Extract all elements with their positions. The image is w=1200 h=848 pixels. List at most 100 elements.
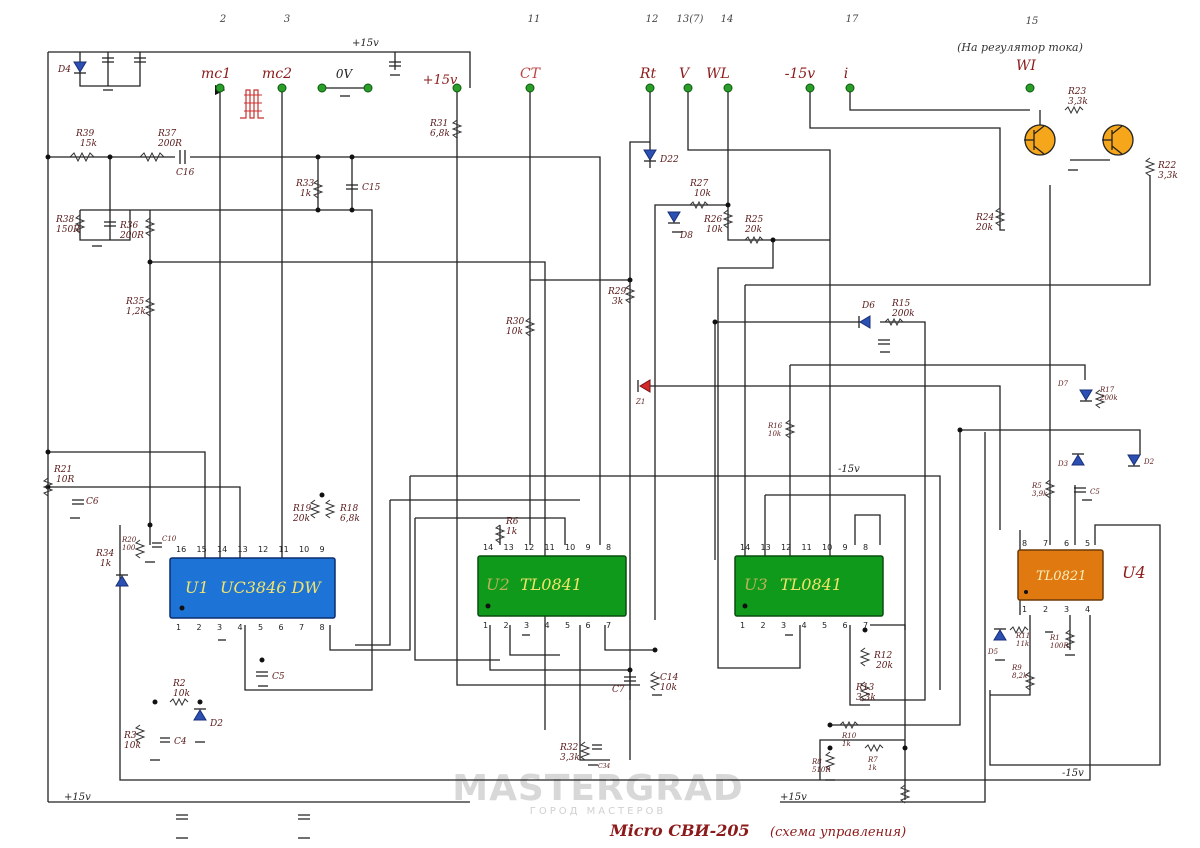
component-ref: C10	[162, 535, 177, 543]
terminal-dots	[215, 83, 1035, 93]
chip-pin-number: 6	[1064, 539, 1069, 548]
connector-number: 12	[646, 14, 659, 25]
component-value: 10k	[506, 327, 523, 337]
terminal-wi: WI	[1016, 58, 1036, 74]
current-regulator-note: (На регулятор тока)	[957, 41, 1083, 54]
component-ref: R34	[95, 549, 115, 559]
component-value: 11k	[1016, 640, 1029, 648]
capacitors	[72, 57, 1086, 820]
chip-pin-number: 7	[1043, 539, 1048, 548]
connector-number: 3	[284, 14, 290, 25]
watermark: MASTERGRAD ГОРОД МАСТЕРОВ	[452, 768, 743, 817]
chip-pin-number: 7	[863, 621, 868, 630]
component-value: 10k	[173, 689, 190, 699]
chip-pin-number: 9	[843, 543, 848, 552]
component-ref: R10	[841, 732, 857, 740]
chip-u1-ref: U1	[185, 578, 209, 597]
component-value: 6,8k	[340, 514, 360, 524]
u4-outside-label: U4	[1122, 563, 1146, 582]
terminal-mc2: mc2	[262, 66, 292, 82]
connector-numbers: 2 3 11 12 13(7) 14 17 15	[219, 14, 1039, 27]
component-ref: C16	[176, 168, 195, 178]
watermark-sub: ГОРОД МАСТЕРОВ	[530, 806, 667, 817]
component-ref: R9	[1011, 664, 1022, 672]
component-ref: C7	[612, 685, 625, 695]
chip-u2: U2 TL0841	[477, 555, 627, 617]
resistors	[42, 105, 1156, 804]
chip-u3-ref: U3	[744, 575, 768, 594]
component-value: 15k	[80, 139, 97, 149]
chip-u1: U1 UC3846 DW	[169, 557, 336, 619]
component-ref: R21	[53, 465, 72, 475]
chip-pin-number: 4	[545, 621, 550, 630]
component-ref: R23	[1067, 87, 1087, 97]
component-ref: R7	[867, 756, 878, 764]
component-ref: R18	[339, 504, 359, 514]
chip-u4: TL0821	[1017, 549, 1104, 601]
component-ref: D4	[57, 65, 71, 75]
component-value: 10R	[56, 475, 74, 485]
diodes	[73, 61, 1141, 721]
chip-pin-number: 6	[279, 623, 284, 632]
component-ref: C6	[86, 497, 99, 507]
component-value: 1k	[868, 764, 877, 772]
component-ref: D2	[209, 719, 223, 729]
component-value: 200R	[119, 231, 144, 241]
wiring	[47, 51, 1161, 803]
component-value: 1,2k	[126, 307, 146, 317]
component-value: 3,3k	[560, 753, 580, 763]
chip-pin-number: 10	[299, 545, 309, 554]
chip-pin-number: 12	[258, 545, 268, 554]
chip-pin-number: 8	[1022, 539, 1027, 548]
component-value: 3,3k	[1068, 97, 1088, 107]
component-ref: R11	[1015, 632, 1030, 640]
component-ref: R36	[119, 221, 139, 231]
chip-u2-ref: U2	[486, 575, 510, 594]
chip-pin-number: 16	[176, 545, 186, 554]
component-ref: C34	[598, 763, 610, 770]
component-value: 3,3k	[856, 693, 876, 703]
chip-pin-number: 3	[781, 621, 786, 630]
chip-pin-number: 1	[740, 621, 745, 630]
component-ref: R24	[975, 213, 995, 223]
connector-number: 14	[721, 14, 734, 25]
component-ref: R17	[1099, 386, 1115, 394]
chip-pin-number: 11	[279, 545, 289, 554]
component-value: 3,9k	[1032, 490, 1047, 498]
component-ref: R38	[55, 215, 75, 225]
component-value: 20k	[292, 514, 310, 524]
component-ref: D22	[659, 155, 679, 165]
component-value: 100R	[1050, 642, 1069, 650]
terminal-minus15: -15v	[785, 66, 816, 82]
component-ref: R39	[75, 129, 95, 139]
component-ref: R3	[123, 731, 137, 741]
chip-pin-number: 3	[217, 623, 222, 632]
component-ref: R29	[607, 287, 627, 297]
component-ref: R2	[172, 679, 186, 689]
chip-pin-number: 1	[176, 623, 181, 632]
chip-pin-number: 14	[740, 543, 750, 552]
chip-pin-number: 11	[545, 543, 555, 552]
component-value: 200R	[157, 139, 182, 149]
rail-top-plus15: +15v	[352, 38, 379, 49]
component-ref: R15	[891, 299, 911, 309]
chip-pin-number: 6	[586, 621, 591, 630]
chip-pin-number: 1	[1022, 605, 1027, 614]
chip-u3: U3 TL0841	[734, 555, 884, 617]
connector-number: 13(7)	[677, 14, 704, 25]
component-value: 200k	[891, 309, 915, 319]
component-ref: C5	[272, 672, 285, 682]
component-ref: D8	[679, 231, 693, 241]
component-value: 510R	[812, 766, 831, 774]
component-value: 1k	[100, 559, 111, 569]
chip-pin-number: 11	[802, 543, 812, 552]
component-ref: D5	[987, 648, 999, 656]
component-ref: Z1	[635, 398, 645, 406]
terminal-0v: 0V	[336, 67, 354, 81]
component-ref: R5	[1031, 482, 1042, 490]
component-ref: R27	[689, 179, 709, 189]
component-ref: R30	[505, 317, 525, 327]
terminal-rt: Rt	[639, 66, 657, 82]
component-ref: R35	[125, 297, 145, 307]
component-ref: D7	[1057, 380, 1069, 388]
